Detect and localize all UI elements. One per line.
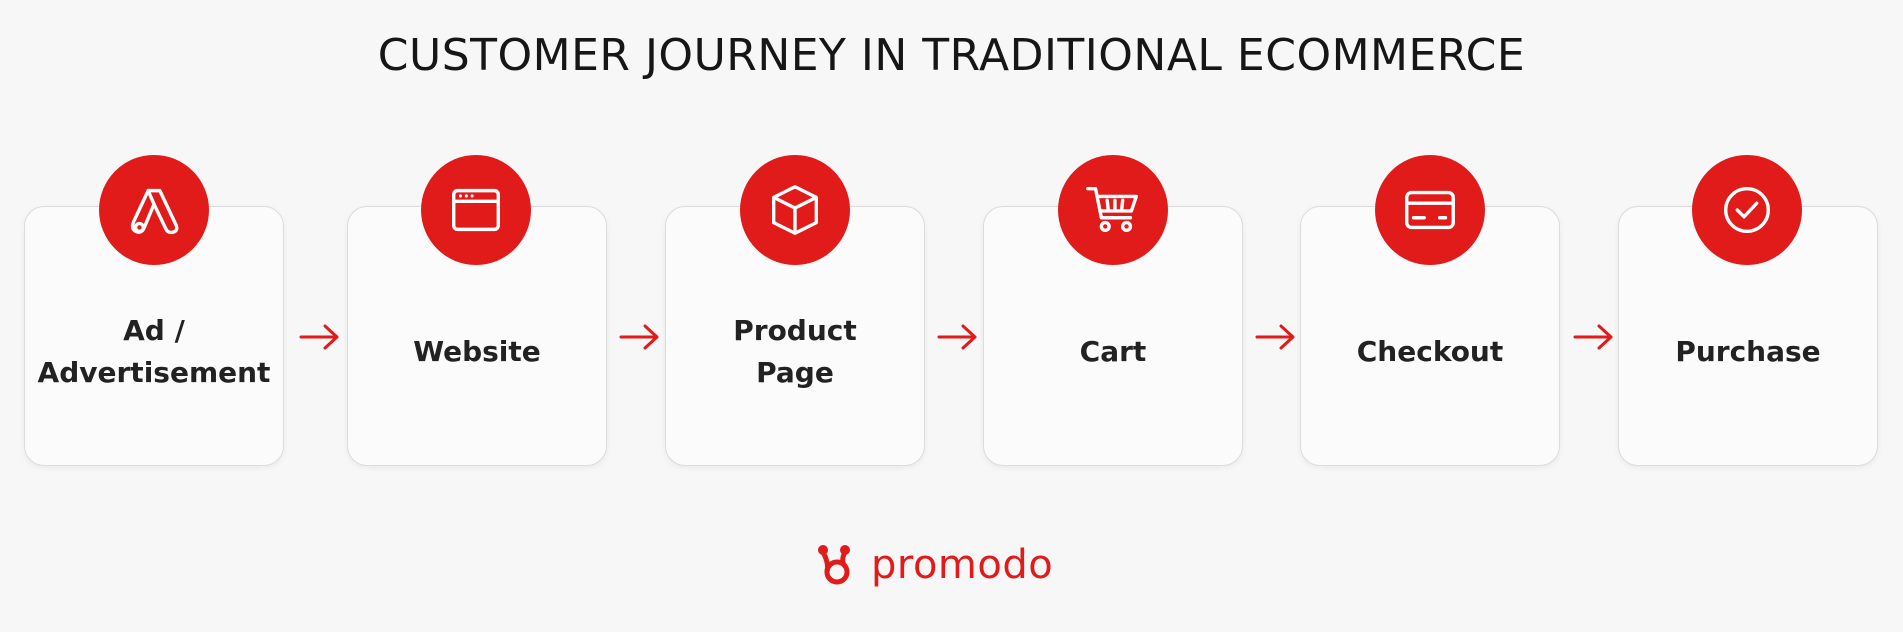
step-label: Website	[413, 335, 541, 368]
step-label: Purchase	[1675, 335, 1821, 368]
ads-logo-icon	[99, 155, 209, 265]
arrow-right-icon	[299, 324, 339, 350]
arrow-right-icon	[619, 324, 659, 350]
arrow-right-icon	[1255, 324, 1295, 350]
shopping-cart-icon	[1058, 155, 1168, 265]
step-label: Cart	[1079, 335, 1147, 368]
step-card-purchase: Purchase	[1618, 206, 1878, 466]
credit-card-icon	[1375, 155, 1485, 265]
brand-logo-text: promodo	[871, 542, 1054, 588]
arrow-right-icon	[1573, 324, 1613, 350]
diagram-title: CUSTOMER JOURNEY IN TRADITIONAL ECOMMERC…	[377, 30, 1526, 81]
step-label: Checkout	[1356, 335, 1504, 368]
step-label: Ad / Advertisement	[37, 314, 271, 389]
box-icon	[740, 155, 850, 265]
check-circle-icon	[1692, 155, 1802, 265]
arrow-right-icon	[937, 324, 977, 350]
browser-window-icon	[421, 155, 531, 265]
step-label: Product Page	[733, 314, 857, 389]
promodo-logo-icon	[818, 545, 850, 585]
step-card-product-page: Product Page	[665, 206, 925, 466]
brand-logo: promodo	[815, 540, 1053, 590]
